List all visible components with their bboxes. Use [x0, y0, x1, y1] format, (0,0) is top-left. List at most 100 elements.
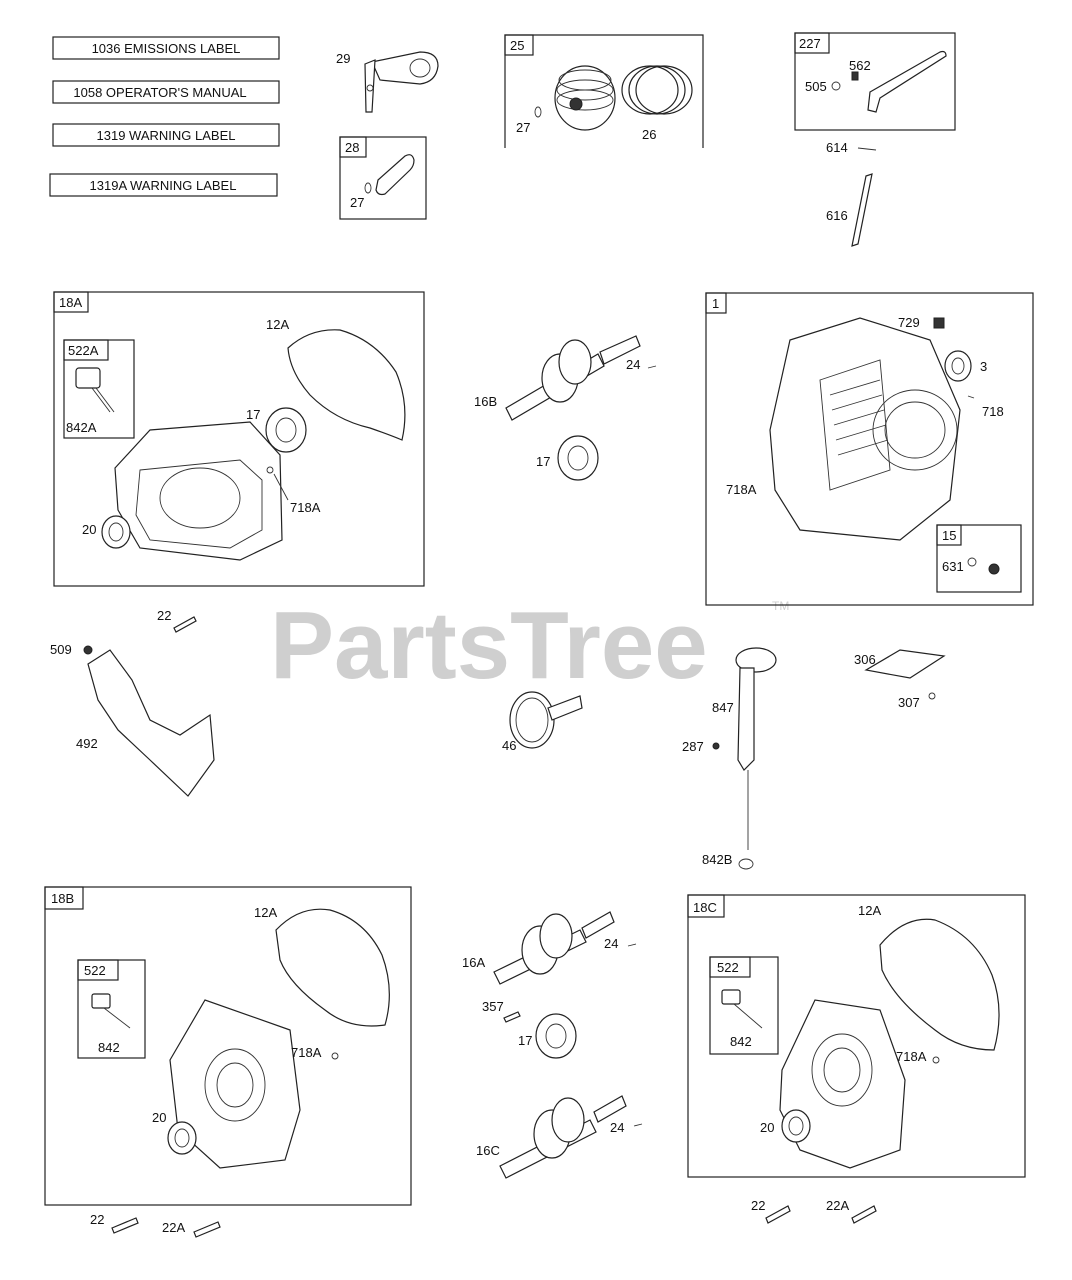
- crankshaft-16b-illustration: [505, 335, 641, 421]
- callout-17: 17: [518, 1033, 532, 1048]
- pin-icon: [331, 1052, 339, 1060]
- washer-icon: [967, 557, 977, 567]
- callout-842A: 842A: [66, 420, 97, 435]
- callout-492: 492: [76, 736, 98, 751]
- gasket-18b-illustration: [275, 908, 390, 1027]
- callout-718: 718: [982, 404, 1004, 419]
- dowel-icon: [967, 395, 975, 399]
- pin-icon: [932, 1056, 940, 1064]
- cam-gear-illustration: [509, 691, 583, 749]
- bolt-22-illustration: [111, 1217, 139, 1234]
- crankshaft-16c-illustration: [499, 1095, 627, 1179]
- piston-illustration: [534, 65, 616, 131]
- callout-357: 357: [482, 999, 504, 1014]
- bolt-22a-illustration: [851, 1205, 877, 1224]
- crankcase-18c-illustration: [779, 999, 906, 1169]
- dipstick-illustration: [75, 367, 115, 413]
- callout-3: 3: [980, 359, 987, 374]
- callout-24: 24: [626, 357, 640, 372]
- callout-46: 46: [502, 738, 516, 753]
- callout-509: 509: [50, 642, 72, 657]
- label-box-text: 1058 OPERATOR'S MANUAL: [73, 85, 246, 100]
- callout-29: 29: [336, 51, 350, 66]
- callout-505: 505: [805, 79, 827, 94]
- breather-illustration: [864, 649, 946, 679]
- callout-22A: 22A: [162, 1220, 185, 1235]
- group-box-522A[interactable]: 522A: [63, 339, 135, 439]
- group-box-522[interactable]: 522: [77, 959, 146, 1059]
- pin-icon: [266, 466, 274, 474]
- governor-link-illustration: [851, 173, 873, 247]
- group-box-18A[interactable]: 18A: [53, 291, 425, 587]
- piston-pin-illustration: [364, 154, 415, 196]
- group-box-227[interactable]: 227: [794, 32, 956, 131]
- callout-27: 27: [516, 120, 530, 135]
- bearing-17c-illustration: [535, 1013, 577, 1059]
- label-box-text: 1319A WARNING LABEL: [90, 178, 237, 193]
- callout-718A: 718A: [290, 500, 321, 515]
- callout-26: 26: [642, 127, 656, 142]
- group-box-label: 18C: [693, 900, 717, 915]
- plug-icon: [933, 317, 945, 329]
- governor-spring-illustration: [857, 147, 877, 151]
- dipstick-842c-illustration: [721, 989, 763, 1029]
- label-box-warning-a[interactable]: 1319A WARNING LABEL: [49, 173, 278, 197]
- oil-fill-tube-illustration: [735, 647, 777, 870]
- callout-718A: 718A: [291, 1045, 322, 1060]
- callout-22: 22: [90, 1212, 104, 1227]
- callout-22: 22: [751, 1198, 765, 1213]
- key-icon: [647, 365, 657, 369]
- key-icon: [627, 943, 637, 947]
- bolt-22-illustration: [765, 1205, 791, 1224]
- bearing-17-illustration: [557, 435, 599, 481]
- governor-lever-illustration: [831, 50, 947, 113]
- callout-17: 17: [246, 407, 260, 422]
- callout-20: 20: [82, 522, 96, 537]
- callout-287: 287: [682, 739, 704, 754]
- callout-24: 24: [610, 1120, 624, 1135]
- key-357-icon: [503, 1011, 521, 1023]
- group-box-18C[interactable]: 18C: [687, 894, 1026, 1178]
- group-box-label: 25: [510, 38, 524, 53]
- callout-847: 847: [712, 700, 734, 715]
- group-box-25[interactable]: 25: [504, 34, 704, 148]
- label-box-text: 1036 EMISSIONS LABEL: [92, 41, 241, 56]
- seal-illustration: [101, 515, 131, 549]
- callout-12A: 12A: [266, 317, 289, 332]
- label-box-operators-manual[interactable]: 1058 OPERATOR'S MANUAL: [52, 80, 280, 104]
- gasket-18c-illustration: [879, 918, 1000, 1051]
- group-box-28[interactable]: 28: [339, 136, 427, 220]
- callout-729: 729: [898, 315, 920, 330]
- group-box-1[interactable]: 1: [705, 292, 1034, 606]
- label-box-text: 1319 WARNING LABEL: [97, 128, 236, 143]
- group-box-18B[interactable]: 18B: [44, 886, 412, 1206]
- crankcase-cover-illustration: [114, 421, 283, 561]
- callout-22A: 22A: [826, 1198, 849, 1213]
- callout-631: 631: [942, 559, 964, 574]
- screw-509-icon: [83, 645, 93, 655]
- callout-842: 842: [98, 1040, 120, 1055]
- label-box-emissions[interactable]: 1036 EMISSIONS LABEL: [52, 36, 280, 60]
- bolt-22-illustration: [173, 616, 197, 633]
- leader-line: [273, 473, 289, 501]
- label-box-warning[interactable]: 1319 WARNING LABEL: [52, 123, 280, 147]
- piston-rings-illustration: [621, 65, 693, 115]
- group-box-522-c[interactable]: 522: [709, 956, 779, 1055]
- connecting-rod-illustration[interactable]: [364, 51, 439, 113]
- seal-18b-illustration: [167, 1121, 197, 1155]
- group-box-label: 15: [942, 528, 956, 543]
- group-box-label: 522: [84, 963, 106, 978]
- group-box-label: 522A: [68, 343, 99, 358]
- callout-16A: 16A: [462, 955, 485, 970]
- callout-27: 27: [350, 195, 364, 210]
- group-box-label: 1: [712, 296, 719, 311]
- callout-17: 17: [536, 454, 550, 469]
- group-box-label: 227: [799, 36, 821, 51]
- callout-12A: 12A: [858, 903, 881, 918]
- group-box-15[interactable]: 15: [936, 524, 1022, 593]
- callout-16B: 16B: [474, 394, 497, 409]
- seal-3-illustration: [944, 350, 972, 382]
- callout-842: 842: [730, 1034, 752, 1049]
- watermark-tm: TM: [772, 599, 789, 613]
